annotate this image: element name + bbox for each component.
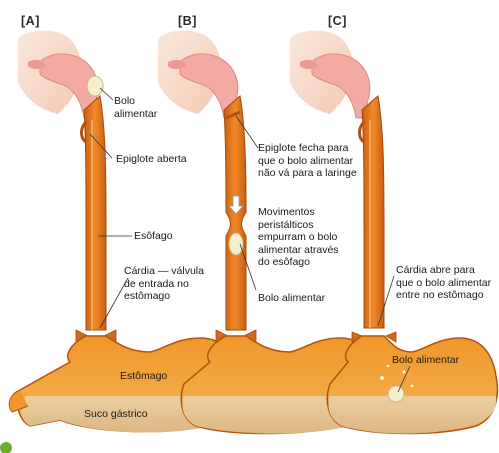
- label-b-bolo: Bolo alimentar: [258, 292, 326, 304]
- label-a-cardia: Cárdia — válvula de entrada no estômago: [124, 265, 204, 302]
- label-a-bolo: Bolo alimentar: [114, 95, 158, 120]
- panel-c: [290, 30, 499, 435]
- label-a-estomago: Estômago: [120, 370, 168, 382]
- label-c-bolo: Bolo alimentar: [392, 354, 460, 366]
- gastric-juice-c: [328, 396, 497, 434]
- down-arrow-icon: [228, 195, 244, 215]
- esophagus-c: [361, 95, 385, 329]
- panel-tag-c: [C]: [328, 14, 347, 28]
- lips-b: [168, 59, 186, 69]
- bolus-a: [86, 75, 104, 97]
- label-a-epiglote: Epiglote aberta: [116, 153, 187, 165]
- leader-lines: [89, 87, 411, 393]
- label-c-cardia: Cárdia abre para que o bolo alimentar en…: [396, 264, 492, 301]
- panel-tag-a: [A]: [21, 14, 40, 28]
- bolus-b: [228, 232, 244, 256]
- panel-tag-b: [B]: [178, 14, 197, 28]
- lips-a: [28, 59, 46, 69]
- bolus-c: [387, 385, 405, 403]
- label-b-epiglote: Epiglote fecha para que o bolo alimentar…: [258, 142, 357, 179]
- pharynx-c: [311, 53, 371, 119]
- decorative-dot: [0, 442, 12, 453]
- label-a-suco: Suco gástrico: [84, 408, 148, 420]
- epiglottis-b: [225, 110, 241, 120]
- esophagus-a: [83, 95, 107, 331]
- epiglottis-c: [358, 120, 366, 144]
- epiglottis-a: [80, 120, 88, 144]
- label-a-esofago: Esôfago: [134, 230, 173, 242]
- label-b-movimentos: Movimentos peristálticos empurram o bolo…: [258, 206, 339, 268]
- lips-c: [300, 59, 318, 69]
